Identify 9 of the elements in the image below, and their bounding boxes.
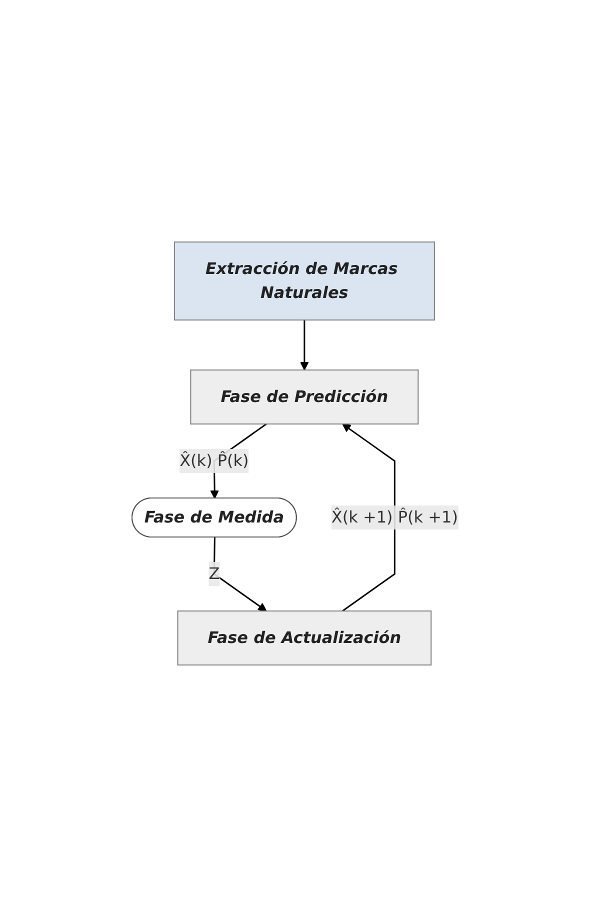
node-box: Fase de Actualización [176,610,432,666]
node-box: Extracción de Marcas Naturales [173,242,434,320]
arrow [342,424,395,612]
edge-label: X̂(k +1) P̂(k +1) [330,507,458,526]
edge-label: Z [208,564,220,583]
edge-label: X̂(k) P̂(k) [179,450,248,470]
arrow [300,320,308,370]
node-box: Fase de Predicción [190,370,418,424]
arrow [212,537,266,612]
